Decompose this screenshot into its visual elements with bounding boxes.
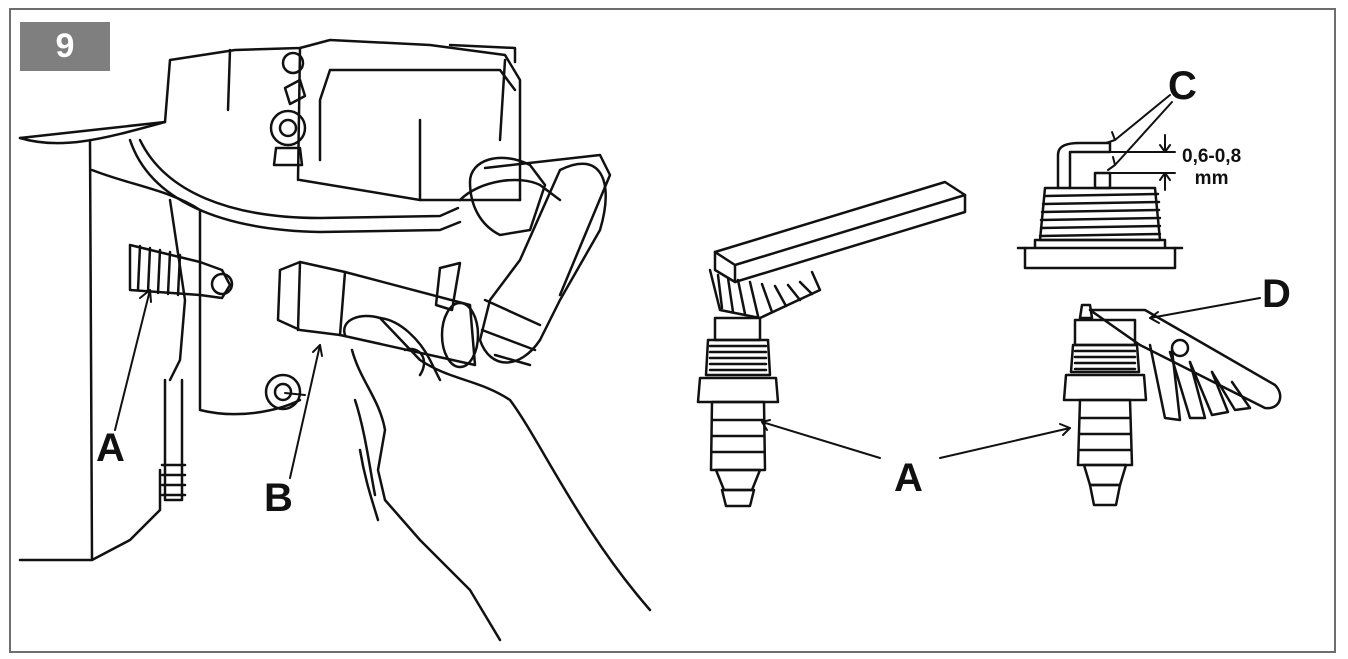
label-b: B	[264, 476, 293, 520]
right-a-leaders	[761, 419, 1071, 459]
feeler-gauge-drawing	[1062, 297, 1282, 507]
gap-unit: mm	[1194, 167, 1229, 189]
gap-value: 0,6-0,8	[1182, 146, 1242, 167]
figure-frame	[9, 8, 1336, 653]
brush-plug-drawing	[696, 180, 967, 508]
gap-measurement: 0,6-0,8 mm	[1182, 146, 1241, 190]
gap-detail-drawing	[1016, 94, 1184, 270]
label-c: C	[1168, 64, 1197, 108]
label-d: D	[1262, 272, 1291, 316]
label-right-a: A	[894, 456, 923, 500]
figure-number-badge: 9	[20, 22, 110, 71]
engine-drawing	[18, 38, 652, 642]
label-left-a: A	[96, 426, 125, 470]
